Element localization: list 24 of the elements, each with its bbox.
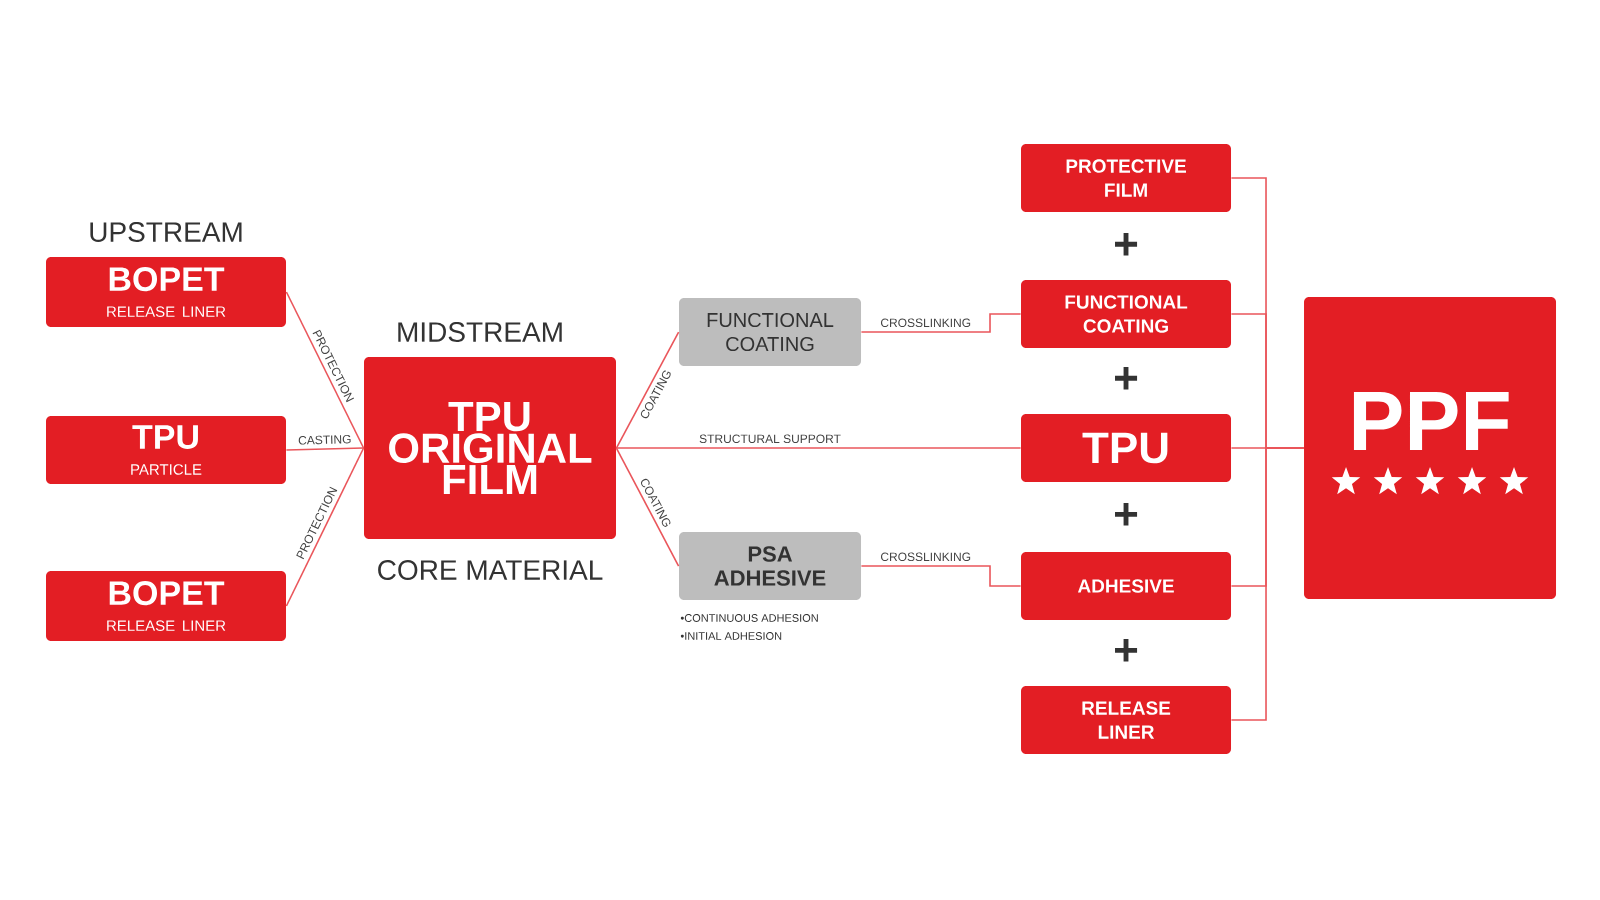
stage-heading: CORE MATERIAL [378, 560, 603, 580]
connector-line [285, 447, 365, 451]
plus-sign: + [1115, 367, 1138, 390]
process-box: PSA ADHESIVE [679, 532, 861, 600]
connector-line [860, 565, 1022, 587]
connector-line [615, 447, 1022, 449]
product-box: PPF [1304, 297, 1556, 599]
connector-line [285, 291, 365, 449]
connector-line [615, 331, 680, 449]
layer-box: TPU [1021, 414, 1231, 482]
stage-heading: MIDSTREAM [398, 322, 562, 342]
connector-line [1230, 447, 1305, 721]
process-box: FUNCTIONAL COATING [679, 298, 861, 366]
connector-line [615, 447, 680, 567]
plus-sign: + [1115, 639, 1138, 662]
layer-box: ADHESIVE [1021, 552, 1231, 620]
plus-sign: + [1115, 233, 1138, 256]
plus-sign: + [1115, 503, 1138, 526]
layer-box: FUNCTIONAL COATING [1021, 280, 1231, 348]
core-material-box: TPU ORIGINAL FILM [364, 357, 616, 539]
connector-line [860, 313, 1022, 333]
connector-line [285, 447, 365, 607]
layer-box: PROTECTIVE FILM [1021, 144, 1231, 212]
layer-box: RELEASE LINER [1021, 686, 1231, 754]
